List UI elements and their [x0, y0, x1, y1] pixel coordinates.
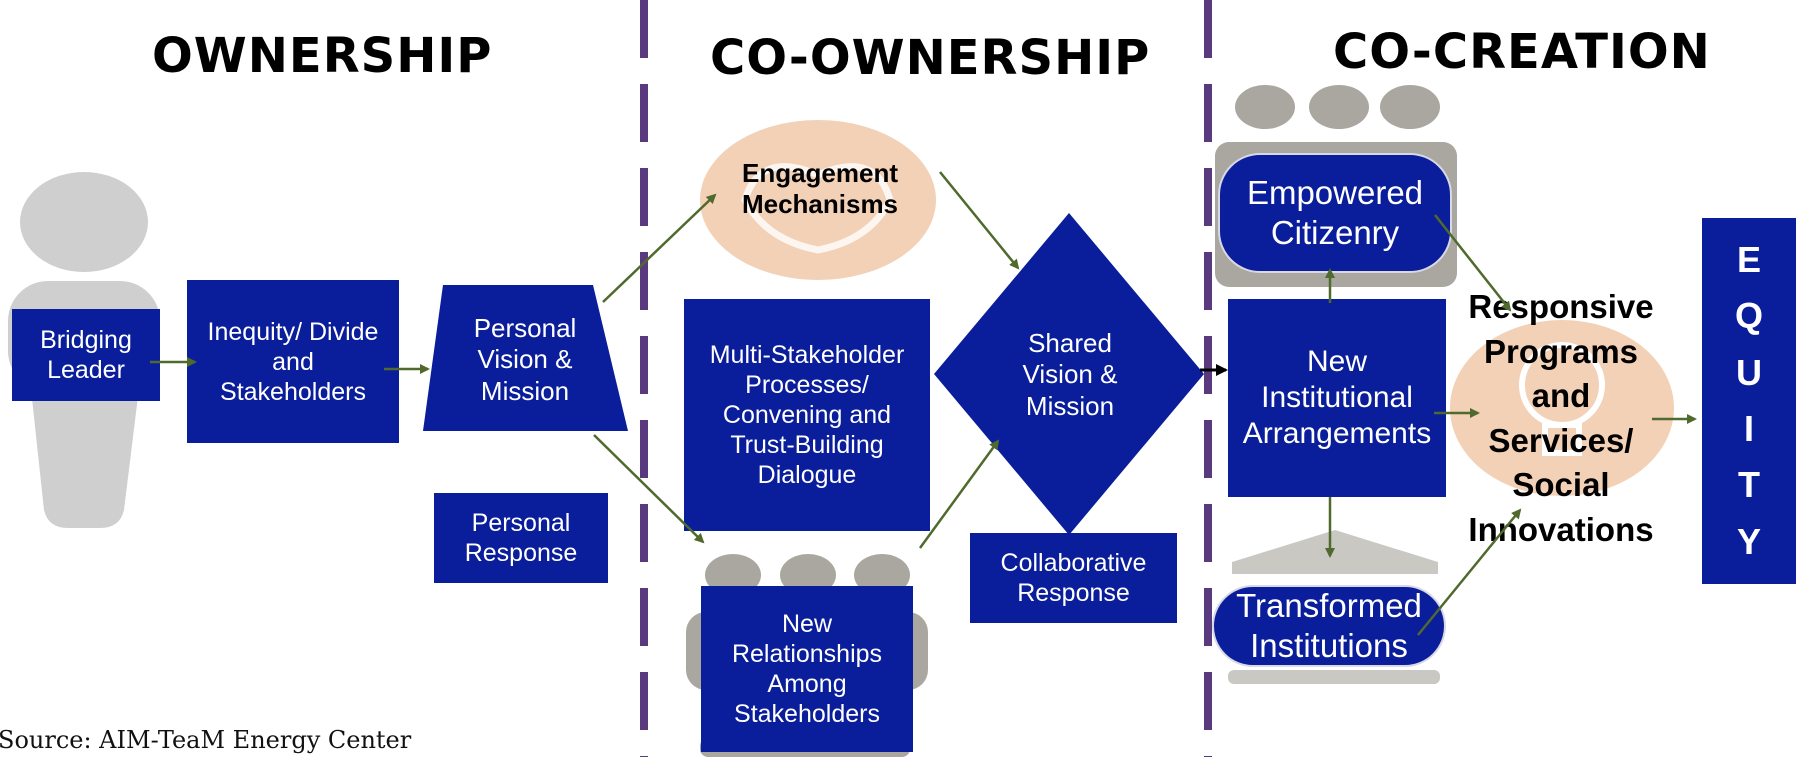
bridging-leader-box: Bridging Leader — [12, 309, 160, 401]
arrow-engagement-shared — [939, 171, 1020, 270]
equity-column: E Q U I T Y — [1702, 218, 1796, 584]
equity-letter: U — [1736, 351, 1762, 393]
trapezoid-shape — [423, 285, 628, 431]
arrow-vision-engagement — [602, 193, 717, 303]
arrow-relationships-shared — [918, 439, 1000, 549]
handshake-icon — [700, 120, 936, 280]
engagement-mechanisms-label: Engagement Mechanisms — [741, 158, 899, 220]
multi-stakeholder-box: Multi-Stakeholder Processes/ Convening a… — [684, 299, 930, 531]
equity-letter: Q — [1734, 295, 1763, 337]
institution-building-icon — [1228, 530, 1440, 684]
arrow-transformed-responsive — [1417, 508, 1522, 636]
divider-right — [1204, 0, 1212, 757]
lightbulb-icon — [1450, 320, 1674, 496]
header-co-creation: CO-CREATION — [1333, 24, 1711, 80]
empowered-citizenry-box: Empowered Citizenry — [1218, 153, 1452, 273]
equity-letter: Y — [1736, 520, 1761, 562]
header-co-ownership: CO-OWNERSHIP — [710, 30, 1151, 86]
transformed-institutions-box: Transformed Institutions — [1212, 585, 1446, 667]
shared-vision-label: Shared Vision & Mission — [1022, 328, 1118, 421]
equity-letter: I — [1743, 408, 1754, 450]
source-caption: Source: AIM-TeaM Energy Center — [0, 726, 412, 754]
responsive-programs-label: Responsive Programs and Services/ Social… — [1468, 288, 1654, 548]
equity-letter: T — [1738, 464, 1760, 506]
personal-response-box: Personal Response — [434, 493, 608, 583]
personal-vision-label: Personal Vision & Mission — [473, 313, 577, 406]
diamond-shape — [934, 213, 1204, 535]
new-relationships-box: New Relationships Among Stakeholders — [701, 586, 913, 752]
arrow-vision-relationships — [593, 434, 705, 544]
inequity-box: Inequity/ Divide and Stakeholders — [187, 280, 399, 443]
new-institutional-box: New Institutional Arrangements — [1228, 299, 1446, 497]
equity-letter: E — [1736, 239, 1761, 281]
arrow-empowered-responsive — [1434, 214, 1512, 312]
collaborative-response-box: Collaborative Response — [970, 533, 1177, 623]
divider-left — [640, 0, 648, 757]
header-ownership: OWNERSHIP — [152, 28, 493, 84]
